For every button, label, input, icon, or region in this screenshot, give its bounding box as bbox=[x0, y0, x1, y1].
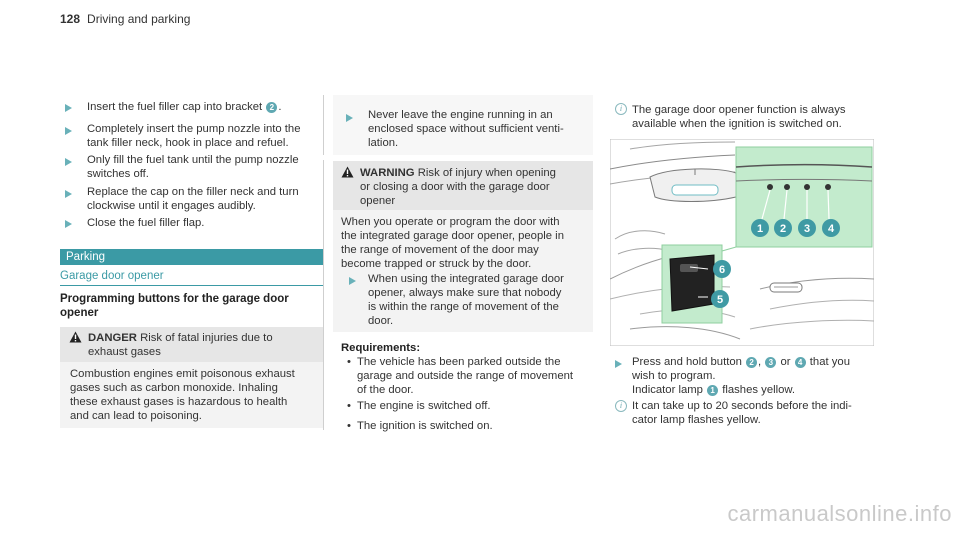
callout-2: 2 bbox=[266, 102, 278, 113]
step-arrow-icon bbox=[346, 114, 353, 122]
info-circle-icon: i bbox=[615, 400, 627, 412]
callout-5 bbox=[711, 290, 729, 308]
callout-3 bbox=[798, 219, 816, 237]
callout-2: 2 bbox=[746, 357, 758, 368]
requirement-item: The vehicle has been parked outside theg… bbox=[347, 355, 573, 397]
requirement-item: The ignition is switched on. bbox=[347, 419, 493, 433]
step-5: Close the fuel filler flap. bbox=[87, 217, 205, 229]
callout-4 bbox=[822, 219, 840, 237]
warning-triangle-icon bbox=[341, 166, 354, 178]
step-1: Insert the fuel filler cap into bracket … bbox=[87, 101, 282, 113]
info-note: The garage door opener function is alway… bbox=[632, 104, 846, 130]
step-2: Completely insert the pump nozzle into t… bbox=[87, 123, 301, 149]
svg-text:4: 4 bbox=[828, 223, 835, 235]
page-number: 128 bbox=[60, 12, 81, 26]
step-arrow-icon bbox=[65, 220, 72, 228]
garage-door-opener-figure: 1 2 3 4 6 5 bbox=[610, 139, 874, 346]
info-circle-icon: i bbox=[615, 103, 627, 115]
step-4: Replace the cap on the filler neck and t… bbox=[87, 186, 299, 212]
danger-heading: DANGER Risk of fatal injuries due to exh… bbox=[88, 332, 273, 358]
divider bbox=[323, 160, 324, 430]
svg-text:3: 3 bbox=[804, 223, 810, 235]
program-step: Press and hold button 2, 3 or 4 that you… bbox=[632, 356, 850, 396]
svg-text:5: 5 bbox=[717, 294, 723, 306]
step-arrow-icon bbox=[349, 277, 356, 285]
watermark: carmanualsonline.info bbox=[727, 501, 952, 526]
svg-text:6: 6 bbox=[719, 264, 725, 276]
divider bbox=[323, 95, 324, 155]
chapter-title: Driving and parking bbox=[87, 12, 191, 26]
callout-3: 3 bbox=[765, 357, 777, 368]
page-header: 128 Driving and parking bbox=[60, 12, 190, 26]
callout-2 bbox=[774, 219, 792, 237]
danger-header bbox=[60, 327, 323, 362]
svg-text:2: 2 bbox=[780, 223, 786, 235]
warning-triangle-icon bbox=[69, 331, 82, 343]
warning-text: When you operate or program the door wit… bbox=[341, 216, 564, 270]
step-arrow-icon bbox=[615, 360, 622, 368]
callout-1 bbox=[751, 219, 769, 237]
callout-1: 1 bbox=[707, 385, 719, 396]
subsection-title: Garage door opener bbox=[60, 270, 323, 286]
step-arrow-icon bbox=[65, 158, 72, 166]
step-arrow-icon bbox=[65, 127, 72, 135]
warning-header bbox=[333, 161, 593, 210]
section-title: Parking bbox=[60, 249, 323, 265]
requirements-label: Requirements: bbox=[341, 342, 421, 354]
requirement-item: The engine is switched off. bbox=[347, 399, 491, 413]
step-arrow-icon bbox=[65, 190, 72, 198]
step-arrow-icon bbox=[65, 104, 72, 112]
warning-body bbox=[333, 210, 593, 332]
svg-text:1: 1 bbox=[757, 223, 763, 235]
callout-4: 4 bbox=[794, 357, 806, 368]
warning-step: When using the integrated garage door op… bbox=[368, 273, 564, 327]
danger-body bbox=[60, 362, 323, 428]
danger-continued-box bbox=[333, 95, 593, 155]
danger-text: Combustion engines emit poisonous exhaus… bbox=[70, 368, 295, 422]
info-note-2: It can take up to 20 seconds before the … bbox=[632, 400, 852, 426]
warning-heading: WARNING Risk of injury when opening or c… bbox=[360, 167, 556, 207]
callout-6 bbox=[713, 260, 731, 278]
step-3: Only fill the fuel tank until the pump n… bbox=[87, 154, 299, 180]
